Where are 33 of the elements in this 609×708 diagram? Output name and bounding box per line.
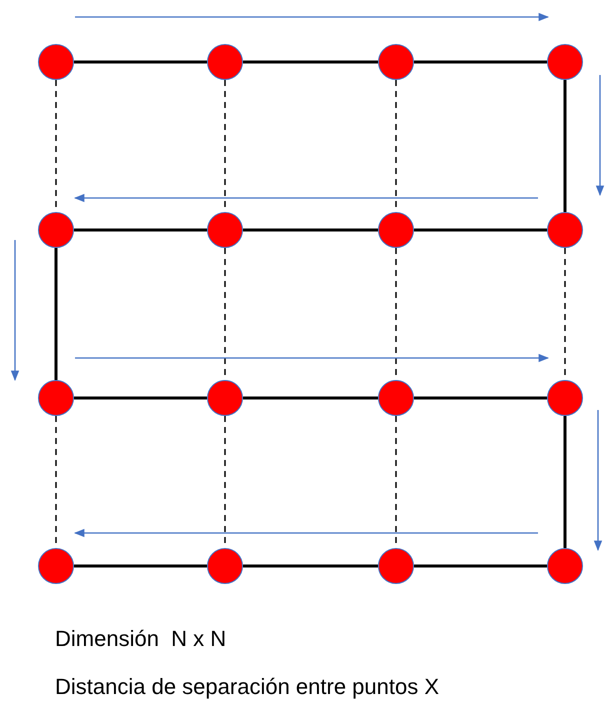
grid-line [54, 248, 58, 380]
grid-line [74, 228, 207, 232]
grid-point [38, 212, 74, 248]
grid-point [38, 44, 74, 80]
grid-line [243, 60, 378, 64]
grid-point [547, 212, 583, 248]
grid-point [378, 380, 414, 416]
grid-line [74, 564, 207, 568]
grid-point [207, 212, 243, 248]
grid-line [414, 564, 547, 568]
grid-point [378, 44, 414, 80]
grid-line [243, 228, 378, 232]
note-text: Dimensión N x N [55, 626, 226, 652]
grid-point [38, 380, 74, 416]
grid-point [547, 44, 583, 80]
grid-point [378, 212, 414, 248]
grid-line [414, 396, 547, 400]
grid-point [38, 548, 74, 584]
grid-point [378, 548, 414, 584]
grid-line [74, 396, 207, 400]
grid-point [207, 380, 243, 416]
grid-line [564, 80, 566, 212]
grid-point [207, 548, 243, 584]
grid-point [207, 44, 243, 80]
grid-point [547, 548, 583, 584]
grid-line [74, 60, 207, 64]
grid-line [414, 228, 547, 232]
grid-point [547, 380, 583, 416]
grid-line [564, 416, 566, 548]
grid-line [414, 60, 547, 64]
note-text: Distancia de separación entre puntos X [55, 674, 440, 700]
grid-line [243, 564, 378, 568]
grid-line [243, 396, 378, 400]
